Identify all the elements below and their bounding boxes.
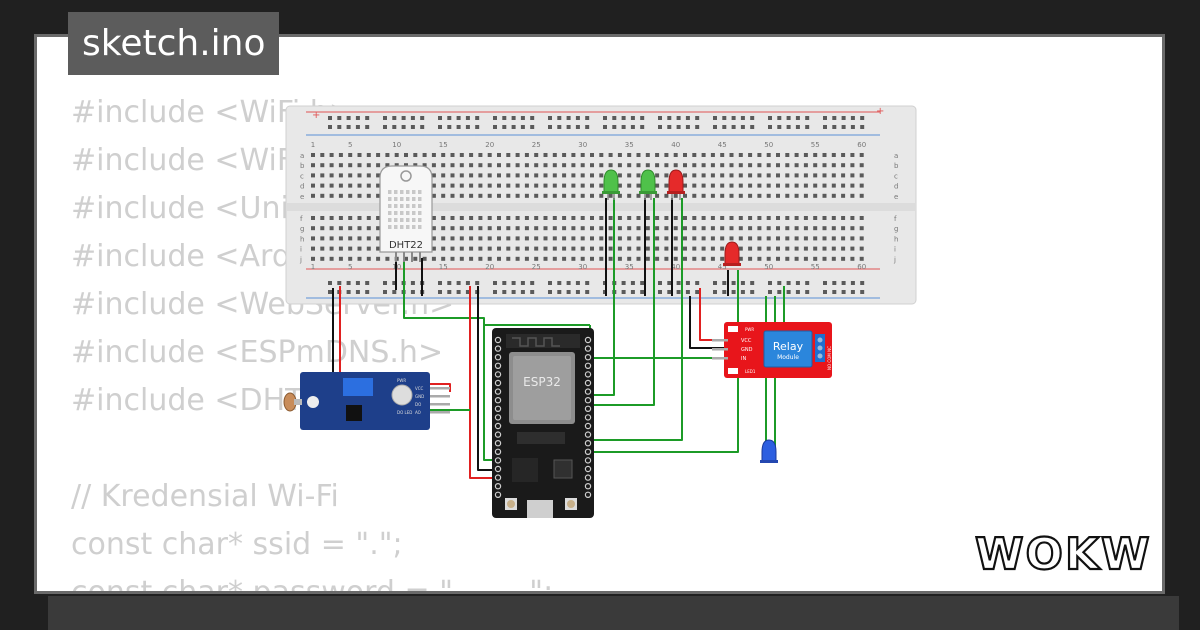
dht22-sensor[interactable]: DHT22 xyxy=(379,165,433,262)
svg-text:NO COM NC: NO COM NC xyxy=(827,346,832,370)
relay-pin-label: GND xyxy=(741,347,753,353)
breadboard-row-letter: j xyxy=(893,256,896,264)
breadboard-row-letter: d xyxy=(894,183,898,191)
led-green-1[interactable] xyxy=(602,169,620,200)
breadboard-column-number: 20 xyxy=(485,141,494,149)
ldr-pins: VCC GND DO AO xyxy=(415,386,450,415)
relay-title: Relay xyxy=(773,340,804,353)
led-blue[interactable] xyxy=(760,439,778,463)
svg-text:PWR: PWR xyxy=(397,378,406,383)
wire-green-dht xyxy=(403,258,500,461)
wokwi-logo: WOKWi xyxy=(975,528,1150,580)
breadboard-row-letter: g xyxy=(300,225,304,233)
card-shadow xyxy=(48,596,1179,630)
led-red-2[interactable] xyxy=(723,241,741,266)
esp32-pin-headers xyxy=(494,336,592,498)
breadboard-column-number: 20 xyxy=(485,263,494,271)
breadboard: + + 115510101515202025253030353540404545… xyxy=(285,105,917,305)
svg-text:DO LED: DO LED xyxy=(397,410,412,415)
code-line: #include <WiFi xyxy=(71,143,301,178)
led-green-2[interactable] xyxy=(639,169,657,200)
relay-subtitle: Module xyxy=(777,354,799,361)
breadboard-column-number: 40 xyxy=(671,141,680,149)
ldr-sensor-module[interactable]: VCC GND DO AO PWR DO LED xyxy=(283,372,450,430)
relay-pins: VCC GND IN xyxy=(712,338,753,362)
code-line: #include <ESPmDNS.h> xyxy=(71,335,444,370)
breadboard-row-letter: h xyxy=(894,235,898,243)
breadboard-column-number: 40 xyxy=(671,263,680,271)
breadboard-column-number: 55 xyxy=(811,141,820,149)
breadboard-column-number: 25 xyxy=(532,263,541,271)
relay-pin-label: VCC xyxy=(741,338,752,344)
ldr-pin-label: GND xyxy=(415,394,424,399)
dht22-label: DHT22 xyxy=(389,240,423,251)
svg-text:+: + xyxy=(876,106,884,117)
breadboard-column-number: 35 xyxy=(625,263,634,271)
wire-green-relay-in xyxy=(590,350,729,359)
code-line: const char* ssid = "."; xyxy=(71,527,403,562)
file-tab[interactable]: sketch.ino xyxy=(68,12,280,75)
breadboard-column-number: 45 xyxy=(718,141,727,149)
breadboard-row-letter: d xyxy=(300,183,304,191)
breadboard-row-letter: e xyxy=(894,193,898,201)
breadboard-column-number: 50 xyxy=(764,141,773,149)
wire-green-led3 xyxy=(590,198,683,441)
ldr-pin-label: VCC xyxy=(415,386,424,391)
breadboard-column-number: 30 xyxy=(578,141,587,149)
breadboard-row-letter: c xyxy=(300,172,304,180)
breadboard-row-letter: c xyxy=(894,172,898,180)
breadboard-row-letter: f xyxy=(894,215,897,223)
ldr-pin-label: DO xyxy=(415,402,421,407)
esp32-label: ESP32 xyxy=(523,375,561,389)
ldr-pin-label: AO xyxy=(415,410,421,415)
wokwi-logo-text: WOKWi xyxy=(975,529,1150,580)
esp32-board[interactable]: ESP32 xyxy=(492,328,594,518)
led-red-1[interactable] xyxy=(667,169,685,200)
relay-pin-label: IN xyxy=(741,356,746,362)
breadboard-column-number: 1 xyxy=(311,141,315,149)
breadboard-column-number: 5 xyxy=(348,263,352,271)
breadboard-column-number: 15 xyxy=(439,263,448,271)
breadboard-column-number: 35 xyxy=(625,141,634,149)
code-line: // Kredensial Wi-Fi xyxy=(71,479,339,514)
breadboard-column-number: 30 xyxy=(578,263,587,271)
svg-text:LED1: LED1 xyxy=(745,369,756,374)
breadboard-row-letter: b xyxy=(300,162,305,170)
breadboard-row-letter: e xyxy=(300,193,304,201)
svg-text:PWR: PWR xyxy=(745,327,754,332)
breadboard-column-number: 10 xyxy=(392,141,401,149)
wire-green-led1 xyxy=(590,198,615,396)
code-background: #include <WiFi.h>#include <WiFi#include … xyxy=(71,89,554,594)
breadboard-column-number: 15 xyxy=(439,141,448,149)
breadboard-column-number: 5 xyxy=(348,141,352,149)
breadboard-column-number: 60 xyxy=(857,263,866,271)
code-line: const char* password = "........"; xyxy=(71,575,554,594)
relay-module[interactable]: Relay Module PWR LED1 NO COM NC VCC GND IN xyxy=(712,322,832,378)
wire-red-esp xyxy=(469,286,500,479)
breadboard-row-letter: f xyxy=(300,215,303,223)
breadboard-column-number: 1 xyxy=(311,263,315,271)
breadboard-row-letter: a xyxy=(894,152,898,160)
breadboard-column-number: 60 xyxy=(857,141,866,149)
breadboard-column-number: 45 xyxy=(718,263,727,271)
dht22-vent-grid xyxy=(388,190,422,229)
breadboard-row-letter: h xyxy=(300,235,304,243)
svg-text:+: + xyxy=(312,110,320,121)
breadboard-row-letter: g xyxy=(894,225,898,233)
breadboard-row-letter: a xyxy=(300,152,304,160)
breadboard-row-letter: b xyxy=(894,162,899,170)
breadboard-column-number: 50 xyxy=(764,263,773,271)
breadboard-column-numbers: 1155101015152020252530303535404045455050… xyxy=(311,141,866,271)
breadboard-row-letter: j xyxy=(299,256,302,264)
breadboard-row-letter: i xyxy=(300,246,302,254)
breadboard-column-number: 25 xyxy=(532,141,541,149)
wire-green-led2 xyxy=(590,198,655,406)
breadboard-column-number: 55 xyxy=(811,263,820,271)
breadboard-row-letter: i xyxy=(894,246,896,254)
